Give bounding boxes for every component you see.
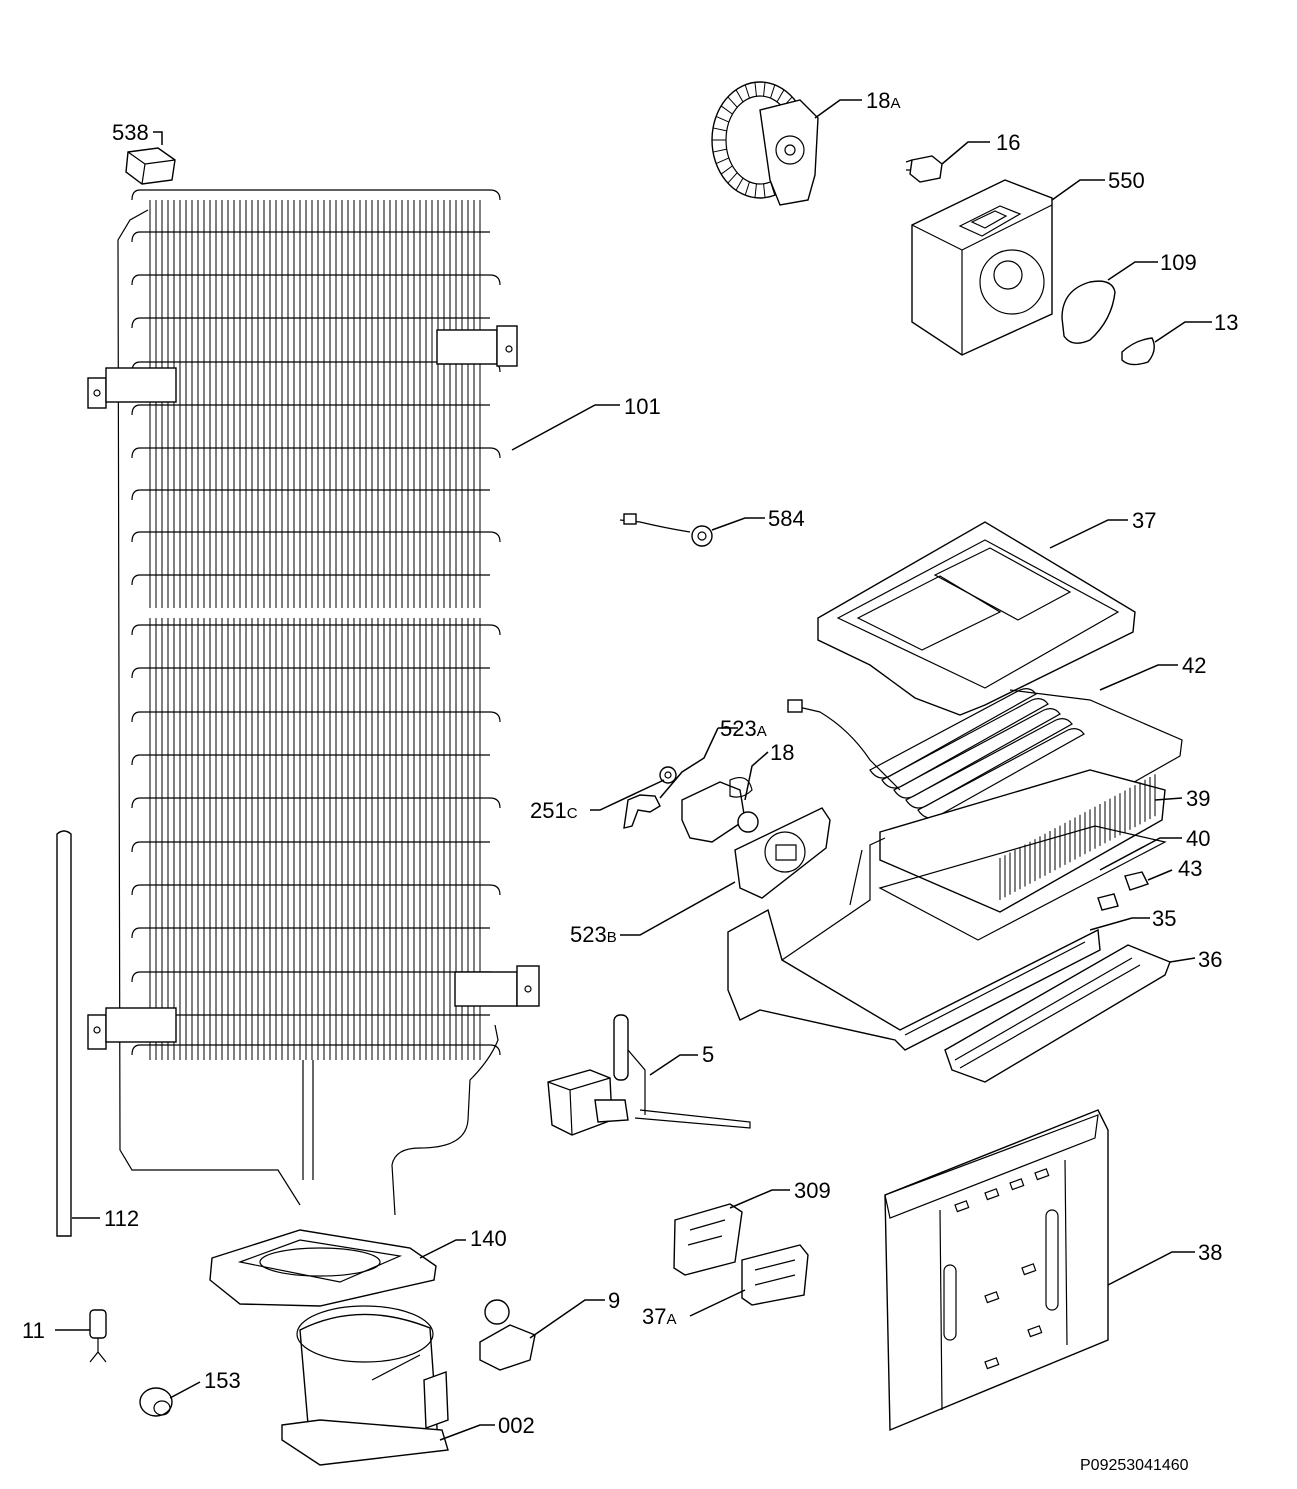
part-550-fan-housing bbox=[911, 179, 1053, 356]
label-37: 37 bbox=[1132, 508, 1156, 533]
label-584: 584 bbox=[768, 506, 805, 531]
part-523b-fan-plate bbox=[734, 807, 831, 899]
condenser-fins-lower bbox=[149, 618, 481, 1060]
label-309: 309 bbox=[794, 1178, 831, 1203]
reference-code: P09253041460 bbox=[1080, 1457, 1189, 1474]
part-9-starter-relay bbox=[479, 1299, 536, 1371]
label-42: 42 bbox=[1182, 653, 1206, 678]
part-18-fan-motor bbox=[681, 777, 759, 843]
part-38-rear-panel bbox=[884, 1109, 1109, 1432]
part-309-control-board bbox=[673, 1203, 743, 1276]
part-584-sensor bbox=[619, 513, 713, 547]
part-36-drain-channel bbox=[944, 944, 1171, 1083]
part-43-holders bbox=[1097, 871, 1149, 911]
label-38: 38 bbox=[1198, 1240, 1222, 1265]
label-39: 39 bbox=[1186, 786, 1210, 811]
condenser-bracket-bottom-right bbox=[454, 965, 540, 1007]
part-16-connector bbox=[905, 155, 943, 183]
part-37a-control-board bbox=[741, 1244, 809, 1306]
heater-loops bbox=[869, 688, 1183, 859]
part-13-clip bbox=[1121, 337, 1155, 366]
label-140: 140 bbox=[470, 1226, 507, 1251]
condenser-bracket-bottom-left bbox=[87, 1007, 177, 1050]
label-43: 43 bbox=[1178, 856, 1202, 881]
condenser-bracket-top-right bbox=[436, 325, 518, 367]
evaporator-fins bbox=[999, 774, 1156, 900]
label-40: 40 bbox=[1186, 826, 1210, 851]
part-37-evaporator-cover bbox=[817, 521, 1136, 716]
label-11: 11 bbox=[22, 1318, 45, 1343]
label-13: 13 bbox=[1214, 310, 1238, 335]
part-5-valve-assembly bbox=[547, 1014, 751, 1136]
part-251c-grommet bbox=[659, 766, 677, 784]
label-523a: 523A bbox=[720, 716, 767, 741]
part-11-connector bbox=[89, 1309, 107, 1363]
part-153-grommet bbox=[139, 1387, 173, 1417]
label-112: 112 bbox=[104, 1206, 139, 1231]
label-18: 18 bbox=[770, 740, 794, 765]
part-538-clip bbox=[125, 147, 176, 185]
label-35: 35 bbox=[1152, 906, 1176, 931]
condenser-bracket-top-left bbox=[87, 367, 177, 409]
fan-blades bbox=[712, 82, 808, 198]
part-18a-fan-motor bbox=[711, 81, 819, 206]
panel-slots bbox=[943, 1168, 1059, 1370]
label-5: 5 bbox=[702, 1042, 714, 1067]
label-002: 002 bbox=[498, 1413, 535, 1438]
label-37a: 37A bbox=[642, 1304, 677, 1329]
label-16: 16 bbox=[996, 130, 1020, 155]
label-153: 153 bbox=[204, 1368, 241, 1393]
leader-lines bbox=[55, 99, 1212, 1441]
label-523b: 523B bbox=[570, 922, 617, 947]
part-002-compressor bbox=[281, 1305, 449, 1466]
label-538: 538 bbox=[112, 120, 149, 145]
part-109-cover bbox=[1061, 280, 1116, 344]
label-101: 101 bbox=[624, 394, 661, 419]
condenser-tube-loops bbox=[131, 189, 501, 1056]
part-523a-bracket bbox=[623, 794, 661, 829]
part-40-insulation-pad bbox=[878, 825, 1167, 941]
label-18a: 18A bbox=[866, 88, 901, 113]
condenser-part-101 bbox=[87, 189, 540, 1216]
part-140-compressor-tray bbox=[209, 1229, 437, 1307]
label-251c: 251C bbox=[530, 798, 578, 823]
label-9: 9 bbox=[608, 1288, 620, 1313]
part-39-evaporator bbox=[879, 769, 1166, 913]
part-42-defrost-heater bbox=[787, 688, 1183, 859]
label-36: 36 bbox=[1198, 947, 1222, 972]
condenser-fins-upper bbox=[149, 200, 481, 608]
label-550: 550 bbox=[1108, 168, 1145, 193]
part-35-drain-tray bbox=[727, 837, 1101, 1051]
part-labels: 538 18A 16 550 109 13 101 584 37 42 523A… bbox=[22, 88, 1238, 1438]
label-109: 109 bbox=[1160, 250, 1197, 275]
part-112-tube bbox=[56, 830, 72, 1237]
